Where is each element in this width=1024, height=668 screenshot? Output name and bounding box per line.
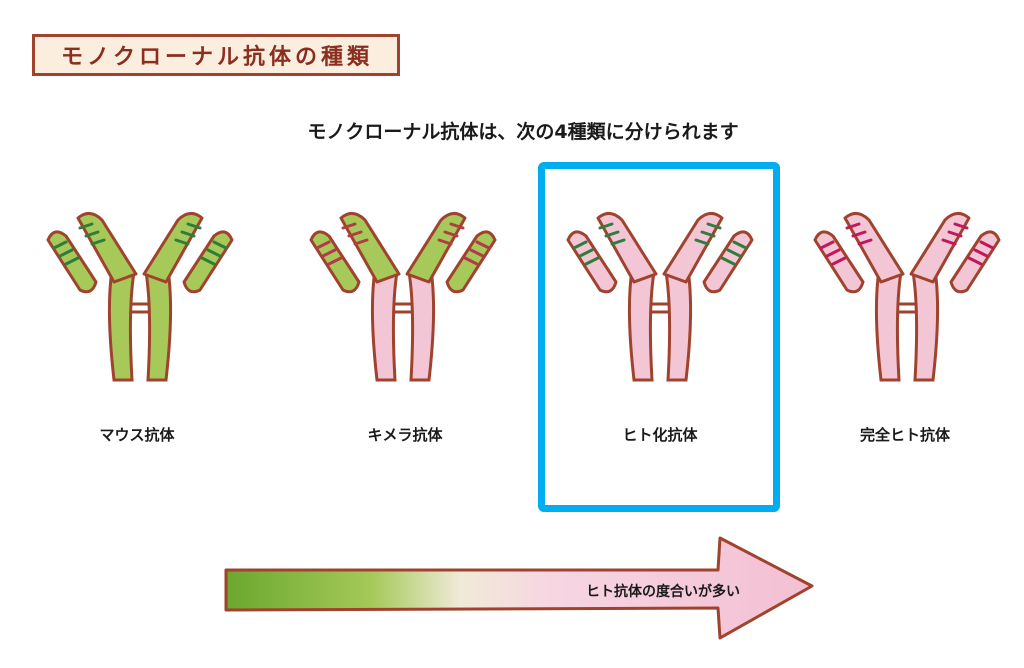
cdr-stripe — [353, 238, 369, 246]
cdr-stripe — [84, 230, 100, 238]
fab-heavy-right — [909, 212, 971, 284]
antibody-illustration — [46, 212, 234, 382]
cdr-stripe — [475, 240, 491, 250]
cdr-stripe — [700, 230, 716, 238]
fab-heavy-right — [662, 212, 724, 284]
antibody-label: ヒト化抗体 — [622, 426, 698, 444]
antibody-label: キメラ抗体 — [367, 426, 443, 444]
cdr-stripe — [341, 222, 357, 230]
cdr-stripe — [720, 256, 736, 266]
cdr-stripe — [584, 256, 600, 266]
cdr-stripe — [851, 230, 867, 238]
heavy-chain-left — [874, 268, 903, 382]
heavy-chain-right — [911, 268, 940, 382]
cdr-stripe — [572, 240, 588, 250]
antibody-label: マウス抗体 — [99, 426, 175, 444]
cdr-stripe — [598, 222, 614, 230]
cdr-stripe — [967, 256, 983, 266]
fab-heavy-right — [142, 212, 204, 284]
fab-heavy-left — [843, 212, 905, 284]
cdr-stripe — [463, 256, 479, 266]
cdr-stripe — [941, 238, 957, 246]
antibody-label: 完全ヒト抗体 — [859, 426, 950, 444]
cdr-stripe — [979, 240, 995, 250]
heavy-chain-right — [144, 268, 173, 382]
cdr-stripe — [578, 248, 594, 258]
cdr-stripe — [186, 222, 202, 230]
cdr-stripe — [174, 238, 190, 246]
cdr-stripe — [953, 222, 969, 230]
cdr-stripe — [212, 240, 228, 250]
fab-heavy-right — [405, 212, 467, 284]
cdr-stripe — [831, 256, 847, 266]
cdr-stripe — [610, 238, 626, 246]
heavy-chain-left — [107, 268, 136, 382]
cdr-stripe — [449, 222, 465, 230]
cdr-stripe — [732, 240, 748, 250]
heavy-chain-left — [370, 268, 399, 382]
cdr-stripe — [64, 256, 80, 266]
cdr-stripe — [206, 248, 222, 258]
cdr-stripe — [315, 240, 331, 250]
cdr-stripe — [973, 248, 989, 258]
cdr-stripe — [726, 248, 742, 258]
cdr-stripe — [437, 238, 453, 246]
cdr-stripe — [200, 256, 216, 266]
cdr-stripe — [347, 230, 363, 238]
cdr-stripe — [52, 240, 68, 250]
fab-heavy-left — [596, 212, 658, 284]
heavy-chain-right — [664, 268, 693, 382]
cdr-stripe — [947, 230, 963, 238]
cdr-stripe — [857, 238, 873, 246]
cdr-stripe — [58, 248, 74, 258]
subtitle: モノクローナル抗体は、次の4種類に分けられます — [307, 121, 739, 143]
humanization-arrow — [224, 536, 814, 640]
fab-heavy-left — [76, 212, 138, 284]
cdr-stripe — [845, 222, 861, 230]
cdr-stripe — [706, 222, 722, 230]
antibody-illustration — [813, 212, 1001, 382]
cdr-stripe — [180, 230, 196, 238]
cdr-stripe — [819, 240, 835, 250]
cdr-stripe — [327, 256, 343, 266]
cdr-stripe — [825, 248, 841, 258]
cdr-stripe — [694, 238, 710, 246]
highlight-frame — [538, 162, 780, 512]
cdr-stripe — [321, 248, 337, 258]
section-title: モノクローナル抗体の種類 — [32, 34, 400, 76]
fab-heavy-left — [339, 212, 401, 284]
antibody-illustration — [309, 212, 497, 382]
heavy-chain-left — [627, 268, 656, 382]
cdr-stripe — [604, 230, 620, 238]
heavy-chain-right — [407, 268, 436, 382]
cdr-stripe — [78, 222, 94, 230]
cdr-stripe — [90, 238, 106, 246]
antibody-illustration — [566, 212, 754, 382]
cdr-stripe — [469, 248, 485, 258]
cdr-stripe — [443, 230, 459, 238]
arrow-label: ヒト抗体の度合いが多い — [586, 584, 740, 600]
